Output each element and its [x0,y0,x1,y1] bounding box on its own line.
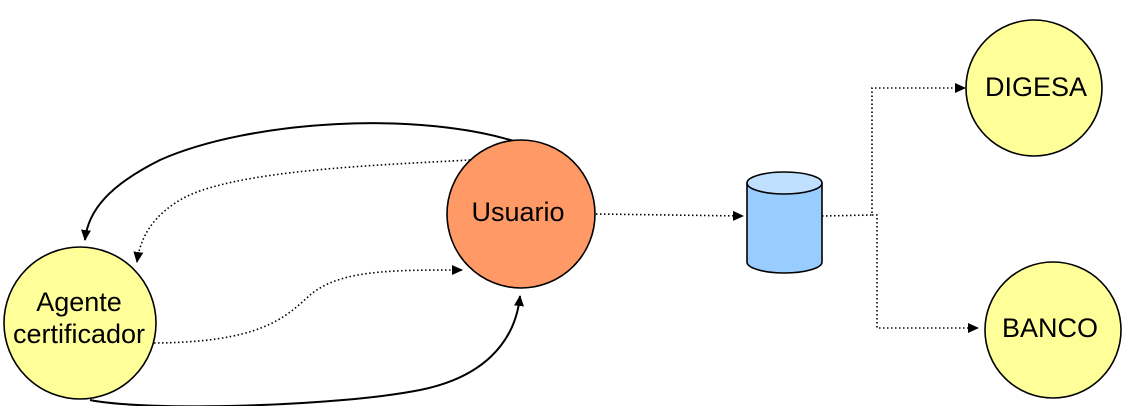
digesa-circle [965,19,1103,157]
arrow-usuario-to-database [595,210,744,221]
digesa-label: DIGESA [985,72,1087,102]
database-body [746,183,823,274]
banco-circle [984,261,1122,399]
database-cylinder-icon [746,171,823,274]
database-top [746,171,823,195]
agente-certificador-node: Agente certificador [3,246,157,400]
arrow-usuario-to-agente-solid [81,122,521,241]
arrow-agente-to-usuario-dotted [149,265,463,344]
banco-label: BANCO [1002,313,1098,343]
digesa-node: DIGESA [965,19,1103,157]
banco-node: BANCO [984,261,1122,399]
arrow-database-to-digesa [821,83,966,217]
agente-circle [3,246,157,400]
agente-label-line2: certificador [13,319,145,349]
usuario-node: Usuario [446,139,596,289]
usuario-label: Usuario [471,197,564,227]
usuario-circle [446,139,596,289]
agente-label-line1: Agente [36,287,122,317]
arrow-database-to-banco [872,214,979,333]
arrow-usuario-to-agente-dotted [133,159,471,263]
